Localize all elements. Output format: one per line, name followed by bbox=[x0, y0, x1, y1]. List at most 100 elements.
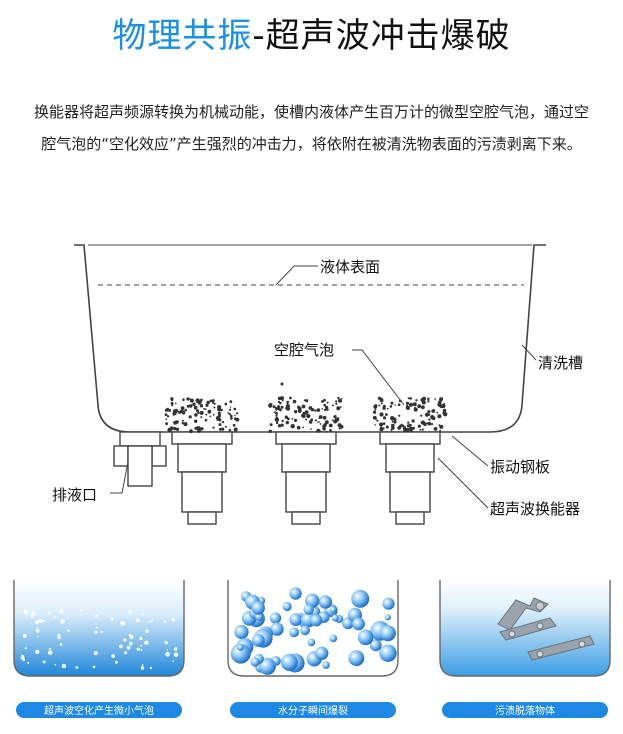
microbubble bbox=[37, 635, 39, 638]
bubble-dot bbox=[431, 416, 436, 421]
bubble-dot bbox=[393, 420, 397, 424]
stage-2-badge bbox=[230, 702, 396, 718]
bubble-dot bbox=[305, 399, 309, 403]
bubble-dot bbox=[303, 399, 306, 402]
microbubble bbox=[53, 615, 56, 619]
bubble-dot bbox=[433, 427, 438, 431]
bubble-dot bbox=[165, 418, 168, 420]
bubble-dot bbox=[424, 412, 430, 417]
bubble-dot bbox=[188, 398, 191, 400]
microbubble bbox=[96, 626, 99, 629]
bubble bbox=[255, 612, 264, 622]
bubble-dot bbox=[181, 410, 183, 413]
bubble-dot bbox=[320, 430, 322, 433]
page-title: 物理共振-超声波冲击爆破 bbox=[0, 8, 623, 57]
microbubble bbox=[145, 629, 149, 633]
bubble-dot bbox=[438, 424, 441, 427]
bubble-dot bbox=[379, 398, 384, 403]
bubble-dot bbox=[417, 424, 421, 428]
bubble-dot bbox=[284, 415, 288, 419]
bubble-dot bbox=[297, 409, 302, 413]
microbubble bbox=[140, 666, 145, 670]
bubble bbox=[357, 629, 374, 646]
bubble-dot bbox=[230, 417, 233, 420]
microbubble bbox=[149, 666, 153, 670]
label-cavity-bubbles: 空腔气泡 bbox=[274, 341, 334, 359]
bubble-cluster-3 bbox=[372, 396, 448, 433]
bubble bbox=[382, 597, 395, 610]
microbubble bbox=[23, 609, 29, 615]
bubble-dot bbox=[335, 400, 338, 403]
microbubble bbox=[35, 620, 40, 625]
bubble-dot bbox=[279, 409, 282, 412]
bubble-dot bbox=[437, 414, 442, 419]
microbubble bbox=[128, 641, 133, 646]
microbubble bbox=[27, 661, 30, 664]
title-main: -超声波冲击爆破 bbox=[252, 16, 511, 56]
microbubble bbox=[60, 619, 65, 624]
microbubble bbox=[140, 644, 143, 647]
bubble-dot bbox=[337, 423, 342, 428]
bubble bbox=[303, 604, 314, 615]
bubble-dot bbox=[189, 429, 193, 434]
microbubble bbox=[80, 609, 83, 612]
bubble-dot bbox=[428, 423, 431, 426]
bubble-dot bbox=[233, 417, 237, 421]
bubble-dot bbox=[411, 419, 415, 423]
stage-1-microbubbles bbox=[20, 609, 179, 670]
bubble-dot bbox=[275, 411, 278, 415]
bubble-dot bbox=[405, 404, 409, 407]
bubble-dot bbox=[405, 401, 410, 405]
bubble-dot bbox=[182, 410, 186, 414]
bubble-dot bbox=[427, 400, 430, 403]
bubble bbox=[251, 634, 265, 647]
bubble-dot bbox=[412, 426, 415, 430]
bubble-dot bbox=[269, 423, 273, 427]
microbubble bbox=[48, 612, 51, 615]
tank-diagram bbox=[74, 244, 546, 433]
microbubble bbox=[57, 633, 61, 637]
bubble-dot bbox=[195, 398, 200, 403]
bubble-dot bbox=[372, 415, 377, 420]
bubble-dot bbox=[378, 404, 381, 407]
microbubble bbox=[35, 649, 40, 655]
bubble-dot bbox=[406, 424, 410, 428]
microbubble bbox=[128, 610, 132, 614]
microbubble bbox=[120, 621, 126, 626]
bubble-dot bbox=[321, 400, 324, 403]
microbubble bbox=[150, 619, 153, 623]
bubble bbox=[307, 638, 316, 647]
bubble-dot bbox=[272, 405, 276, 409]
bubble-dot bbox=[209, 415, 212, 418]
microbubble bbox=[59, 609, 64, 614]
bubble-dot bbox=[286, 402, 289, 405]
bubble-dot bbox=[277, 405, 281, 409]
bubble-dot bbox=[410, 429, 413, 433]
bubble-dot bbox=[183, 422, 188, 427]
label-vibration-plate: 振动钢板 bbox=[490, 458, 550, 476]
bubble-dot bbox=[228, 412, 231, 416]
transducer-3 bbox=[379, 431, 441, 525]
bubble-dot bbox=[398, 414, 401, 417]
microbubble bbox=[67, 629, 70, 632]
bubble bbox=[230, 643, 251, 664]
bubble bbox=[379, 644, 397, 662]
microbubble bbox=[123, 638, 127, 642]
bubble-dot bbox=[227, 412, 230, 414]
bubble-dot bbox=[212, 426, 215, 429]
bubble bbox=[330, 606, 337, 613]
bubble-dot bbox=[323, 398, 326, 402]
bubble-dot bbox=[280, 405, 284, 409]
bubble-dot bbox=[181, 422, 184, 425]
bubble-dot bbox=[421, 428, 424, 431]
bubble-dot bbox=[391, 420, 394, 423]
bubble-dot bbox=[326, 401, 329, 404]
bubble-dot bbox=[374, 408, 377, 411]
bubble-dot bbox=[277, 396, 282, 401]
bubble-dot bbox=[228, 408, 232, 411]
transducer-1 bbox=[171, 431, 233, 525]
bubble-dot bbox=[218, 428, 222, 431]
bubble-dot bbox=[439, 397, 444, 402]
bubble-dot bbox=[443, 412, 446, 415]
description-text: 换能器将超声频源转换为机械动能，使槽内液体产生百万计的微型空腔气泡，通过空腔气泡… bbox=[33, 103, 589, 153]
